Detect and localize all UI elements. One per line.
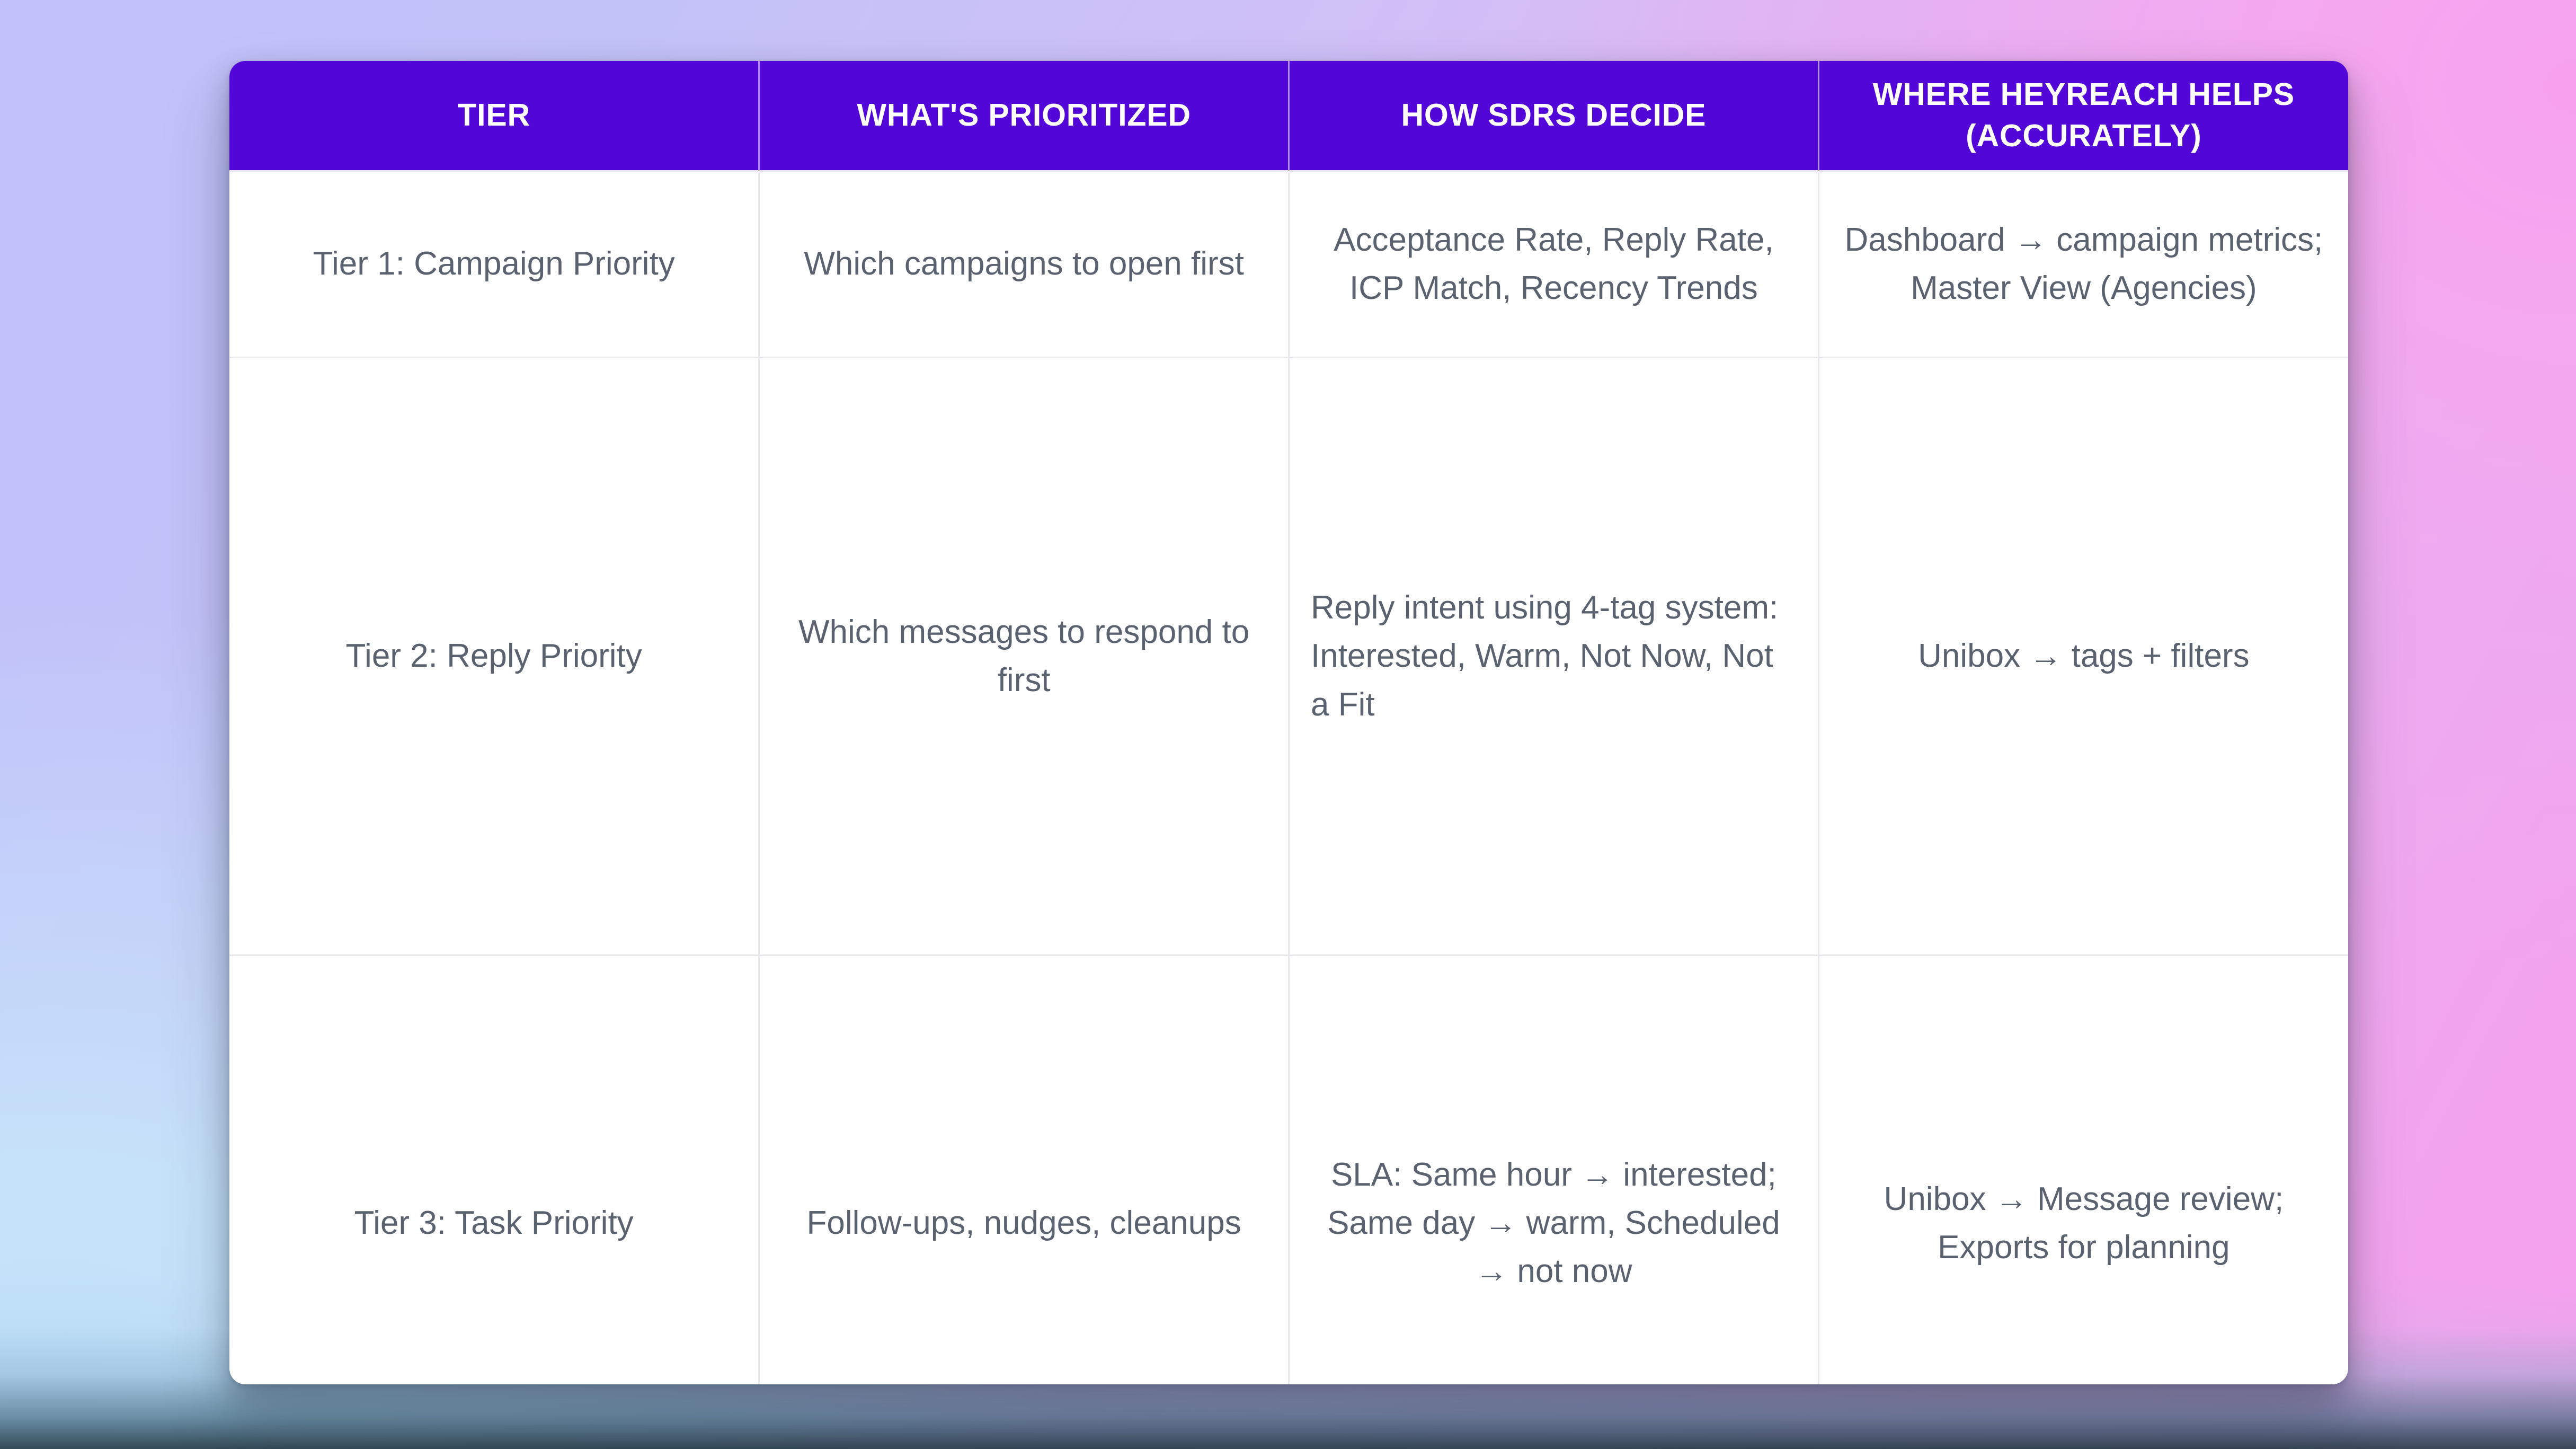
cell-heyreach: Unibox → Message review; Exports for pla… [1818,954,2348,1384]
table-body: Tier 1: Campaign Priority Which campaign… [229,170,2348,1384]
cell-prioritized: Follow-ups, nudges, cleanups [759,954,1290,1384]
column-header-prioritized[interactable]: WHAT'S PRIORITIZED [759,61,1290,171]
cell-prioritized: Which messages to respond to first [759,356,1290,955]
cell-decide: Acceptance Rate, Reply Rate, ICP Match, … [1289,170,1819,357]
cell-heyreach: Unibox → tags + filters [1818,356,2348,955]
table-row: Tier 2: Reply Priority Which messages to… [229,356,2348,955]
table-row: Tier 1: Campaign Priority Which campaign… [229,170,2348,357]
cell-decide: SLA: Same hour → interested; Same day → … [1289,954,1819,1384]
table-header: TIER WHAT'S PRIORITIZED HOW SDRS DECIDE … [229,61,2348,171]
cell-tier: Tier 1: Campaign Priority [229,170,760,357]
cell-tier: Tier 3: Task Priority [229,954,760,1384]
tier-priority-card: TIER WHAT'S PRIORITIZED HOW SDRS DECIDE … [229,61,2348,1384]
column-header-heyreach[interactable]: WHERE HEYREACH HELPS (ACCURATELY) [1818,61,2348,171]
cell-prioritized: Which campaigns to open first [759,170,1290,357]
cell-tier: Tier 2: Reply Priority [229,356,760,955]
cell-decide: Reply intent using 4-tag system: Interes… [1289,356,1819,955]
header-row: TIER WHAT'S PRIORITIZED HOW SDRS DECIDE … [229,61,2348,171]
table-row: Tier 3: Task Priority Follow-ups, nudges… [229,954,2348,1384]
column-header-tier[interactable]: TIER [229,61,760,171]
cell-heyreach: Dashboard → campaign metrics; Master Vie… [1818,170,2348,357]
column-header-decide[interactable]: HOW SDRS DECIDE [1289,61,1819,171]
tier-priority-table: TIER WHAT'S PRIORITIZED HOW SDRS DECIDE … [229,61,2348,1384]
